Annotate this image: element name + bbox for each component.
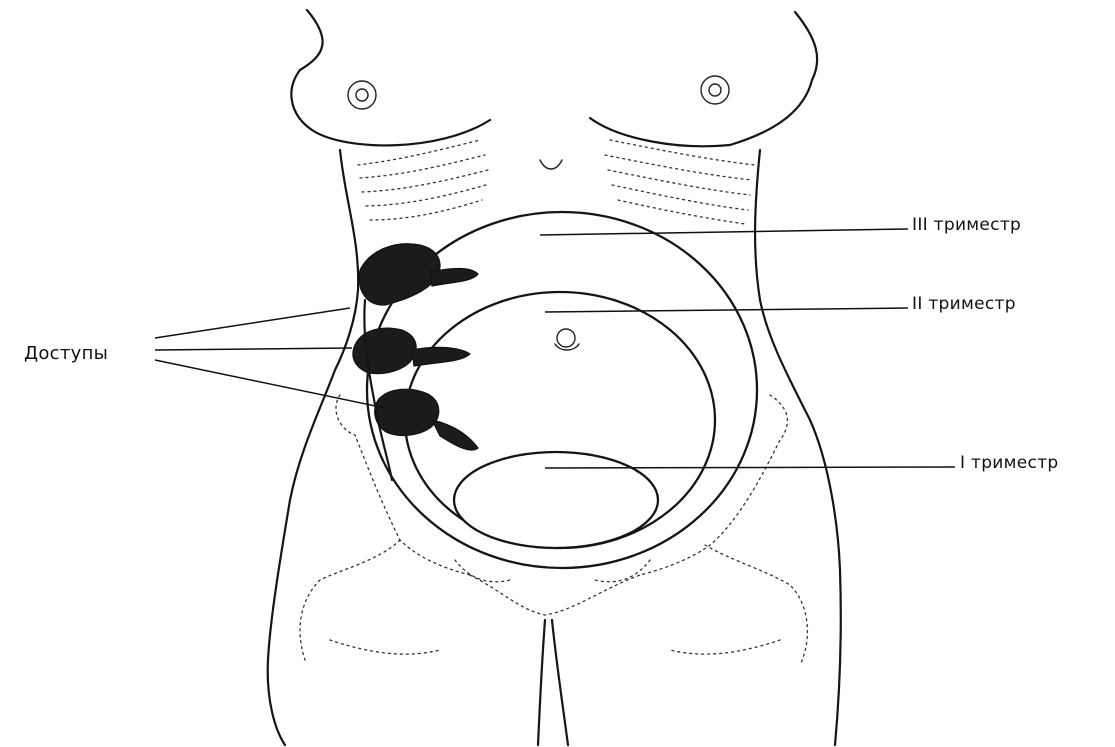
right-nipple <box>701 76 729 104</box>
uterus-trimester-1 <box>454 452 658 548</box>
right-leg-inner <box>552 620 568 745</box>
left-nipple <box>348 81 376 109</box>
torso-left-outline <box>268 150 358 745</box>
umbilicus <box>555 329 579 350</box>
label-trimester-1: I триместр <box>960 453 1058 473</box>
leader-lines <box>155 229 955 468</box>
torso-right-outline <box>755 150 841 745</box>
ascending-colon <box>364 300 392 480</box>
right-breast <box>590 12 817 146</box>
breasts <box>291 10 817 146</box>
appendix-position-middle <box>353 328 470 373</box>
label-access: Доступы <box>24 343 108 364</box>
appendix-position-upper <box>359 244 478 305</box>
left-leg-inner <box>538 620 545 745</box>
label-trimester-2: II триместр <box>912 294 1016 314</box>
left-breast <box>291 10 490 145</box>
label-trimester-3: III триместр <box>912 215 1021 235</box>
appendix-position-lower <box>375 389 478 450</box>
sternum-notch <box>540 160 562 169</box>
